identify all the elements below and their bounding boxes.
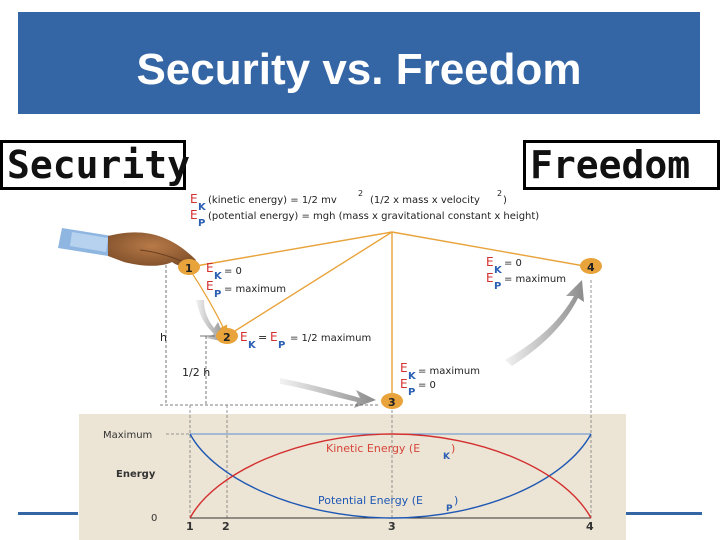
position-4-badge: 4 — [580, 258, 602, 274]
svg-text:= maximum: = maximum — [504, 274, 566, 285]
svg-text:E: E — [206, 279, 214, 293]
svg-text:K: K — [443, 452, 451, 462]
svg-text:): ) — [503, 195, 507, 206]
kinetic-energy-curve — [189, 433, 592, 519]
half-height-label: 1/2 h — [182, 366, 210, 379]
energy-graph-panel — [79, 414, 626, 540]
svg-text:= 0: = 0 — [418, 380, 436, 391]
svg-text:2: 2 — [222, 520, 230, 533]
kinetic-energy-label: Kinetic Energy (E K ) — [326, 442, 455, 462]
svg-text:P: P — [278, 340, 285, 351]
svg-text:3: 3 — [388, 396, 396, 409]
potential-equation: E P (potential energy) = mgh (mass x gra… — [190, 208, 539, 229]
svg-text:3: 3 — [388, 520, 396, 533]
svg-text:4: 4 — [586, 520, 594, 533]
svg-text:E: E — [400, 361, 408, 375]
swing-bottom-arrow — [280, 378, 376, 408]
svg-text:2: 2 — [223, 331, 231, 344]
swing-path-arrow — [189, 269, 228, 336]
svg-text:= 1/2 maximum: = 1/2 maximum — [290, 333, 371, 344]
svg-text:P: P — [446, 504, 453, 514]
position-2-energy-labels: E K = E P = 1/2 maximum — [240, 330, 371, 351]
footer-line-right — [626, 512, 702, 515]
height-label: h — [160, 331, 167, 344]
svg-text:P: P — [198, 218, 205, 229]
svg-text:= 0: = 0 — [224, 266, 242, 277]
hand-icon — [58, 228, 196, 267]
svg-text:K: K — [494, 265, 503, 276]
freedom-label: Freedom — [523, 140, 720, 190]
svg-text:(1/2 x mass x velocity: (1/2 x mass x velocity — [370, 195, 480, 206]
svg-text:E: E — [206, 261, 214, 275]
svg-text:4: 4 — [587, 261, 595, 274]
position-4-energy-labels: E K = 0 E P = maximum — [486, 255, 566, 292]
position-1-badge: 1 — [178, 259, 200, 275]
svg-text:2: 2 — [358, 189, 363, 198]
security-label: Security — [0, 140, 190, 190]
svg-text:P: P — [408, 387, 415, 398]
svg-text:(potential energy) = mgh (mass: (potential energy) = mgh (mass x gravita… — [208, 211, 539, 222]
height-markers — [160, 265, 380, 406]
svg-text:K: K — [408, 371, 417, 382]
position-3-energy-labels: E K = maximum E P = 0 — [400, 361, 480, 398]
kinetic-equation: E K (kinetic energy) = 1/2 mv 2 (1/2 x m… — [190, 189, 507, 213]
position-3-badge: 3 — [381, 393, 403, 409]
svg-text:1: 1 — [185, 262, 193, 275]
svg-text:E: E — [240, 330, 248, 344]
svg-text:): ) — [454, 494, 458, 507]
svg-text:= maximum: = maximum — [224, 284, 286, 295]
zero-label: 0 — [151, 513, 157, 524]
svg-text:P: P — [214, 289, 221, 300]
svg-text:E: E — [400, 377, 408, 391]
svg-text:E: E — [190, 208, 198, 222]
svg-text:Potential Energy (E: Potential Energy (E — [318, 494, 423, 507]
svg-text:E: E — [486, 255, 494, 269]
position-2-badge: 2 — [216, 328, 238, 344]
title-banner: Security vs. Freedom — [18, 12, 700, 114]
x-axis-ticks: 1 2 3 4 — [186, 520, 594, 533]
svg-text:E: E — [190, 192, 198, 206]
potential-energy-label: Potential Energy (E P ) — [318, 494, 458, 514]
svg-text:= 0: = 0 — [504, 258, 522, 269]
swing-up-arrow — [505, 280, 584, 366]
svg-text:K: K — [248, 340, 257, 351]
graph-guides — [166, 280, 592, 518]
svg-text:): ) — [451, 442, 455, 455]
svg-text:K: K — [214, 271, 223, 282]
maximum-label: Maximum — [103, 430, 152, 441]
svg-text:=: = — [258, 331, 267, 344]
footer-line-left — [18, 512, 78, 515]
potential-energy-curve — [189, 433, 592, 519]
slide-title: Security vs. Freedom — [136, 45, 582, 94]
svg-text:= maximum: = maximum — [418, 366, 480, 377]
energy-axis-label: Energy — [116, 469, 156, 480]
svg-text:(kinetic energy) = 1/2 mv: (kinetic energy) = 1/2 mv — [208, 195, 337, 206]
pendulum-strings — [189, 231, 591, 400]
svg-text:E: E — [486, 271, 494, 285]
position-1-energy-labels: E K = 0 E P = maximum — [206, 261, 286, 300]
svg-text:P: P — [494, 281, 501, 292]
svg-text:Kinetic Energy (E: Kinetic Energy (E — [326, 442, 420, 455]
svg-text:1: 1 — [186, 520, 194, 533]
svg-text:2: 2 — [497, 189, 502, 198]
svg-text:K: K — [198, 202, 207, 213]
svg-text:E: E — [270, 330, 278, 344]
